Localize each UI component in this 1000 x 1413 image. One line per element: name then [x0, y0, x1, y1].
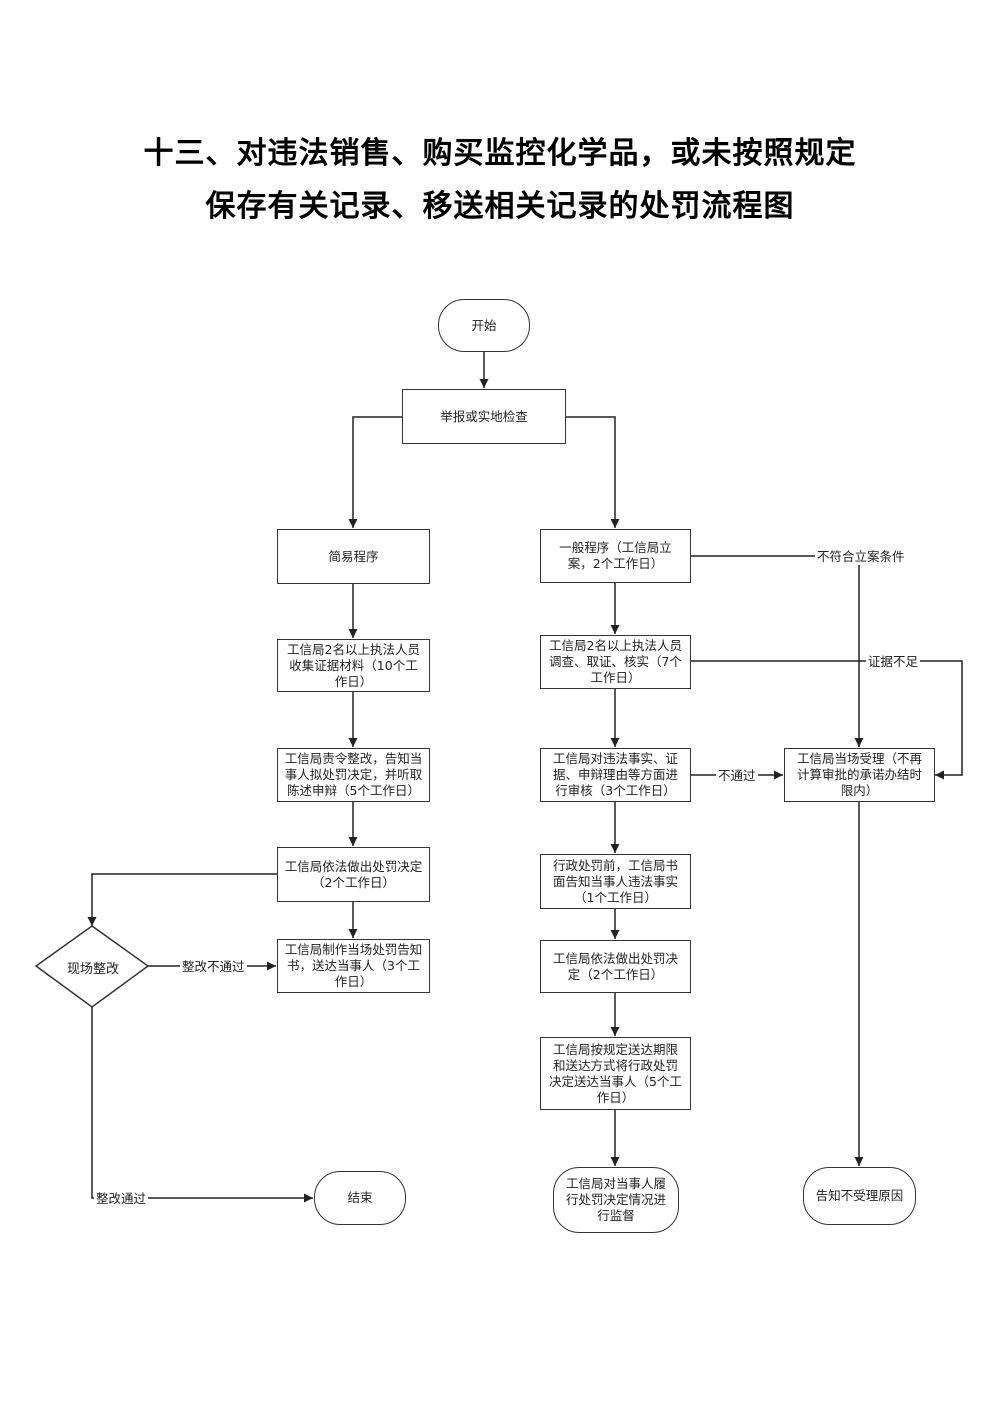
on-site-accept-node: 工信局当场受理（不再计算审批的承诺办结时限内） — [784, 748, 935, 802]
end-node: 结束 — [314, 1171, 406, 1225]
edge-onsite-end — [91, 1007, 313, 1203]
edge-general-accept — [691, 555, 864, 747]
edge-label-fix-passed: 整改通过 — [94, 1191, 149, 1207]
start-node: 开始 — [438, 299, 530, 352]
edge-label-not-eligible: 不符合立案条件 — [815, 549, 907, 565]
general-penalty-decision-node: 工信局依法做出处罚决定（2个工作日） — [540, 940, 691, 993]
simple-penalty-decision-node: 工信局依法做出处罚决定（2个工作日） — [277, 847, 430, 902]
edge-label-not-passed: 不通过 — [716, 768, 758, 784]
edge-label-fix-failed: 整改不通过 — [180, 959, 247, 975]
edge-report-simple — [348, 416, 402, 528]
general-procedure-node: 一般程序（工信局立案，2个工作日） — [540, 529, 691, 583]
simple-penalty-notice-node: 工信局制作当场处罚告知书，送达当事人（3个工作日） — [277, 939, 430, 993]
general-deliver-decision-node: 工信局按规定送达期限和送达方式将行政处罚决定送达当事人（5个工作日） — [540, 1037, 691, 1110]
simple-collect-evidence-node: 工信局2名以上执法人员收集证据材料（10个工作日） — [277, 639, 430, 692]
general-investigate-node: 工信局2名以上执法人员调查、取证、核实（7个工作日） — [540, 635, 691, 689]
edge-report-general — [566, 416, 620, 528]
general-review-node: 工信局对违法事实、证据、申辩理由等方面进行审核（3个工作日） — [540, 748, 691, 802]
simple-procedure-node: 简易程序 — [277, 529, 430, 584]
edge-label-insufficient-evidence: 证据不足 — [866, 654, 921, 670]
edge-decide-onsite — [87, 873, 277, 926]
notify-rejection-reason-node: 告知不受理原因 — [803, 1167, 916, 1225]
supervise-execution-node: 工信局对当事人履行处罚决定情况进行监督 — [553, 1167, 679, 1233]
report-or-inspection-node: 举报或实地检查 — [402, 389, 566, 444]
page-title-line-2: 保存有关记录、移送相关记录的处罚流程图 — [205, 189, 795, 224]
general-pre-notice-node: 行政处罚前，工信局书面告知当事人违法事实（1个工作日） — [540, 854, 691, 909]
onsite-diamond — [34, 925, 150, 1008]
simple-order-rectify-node: 工信局责令整改，告知当事人拟处罚决定，并听取陈述申辩（5个工作日） — [277, 748, 430, 802]
edge-investigate-accept — [691, 660, 963, 780]
onsite-rectify-label: 现场整改 — [67, 962, 120, 977]
page-title-line-1: 十三、对违法销售、购买监控化学品，或未按照规定 — [143, 136, 857, 171]
